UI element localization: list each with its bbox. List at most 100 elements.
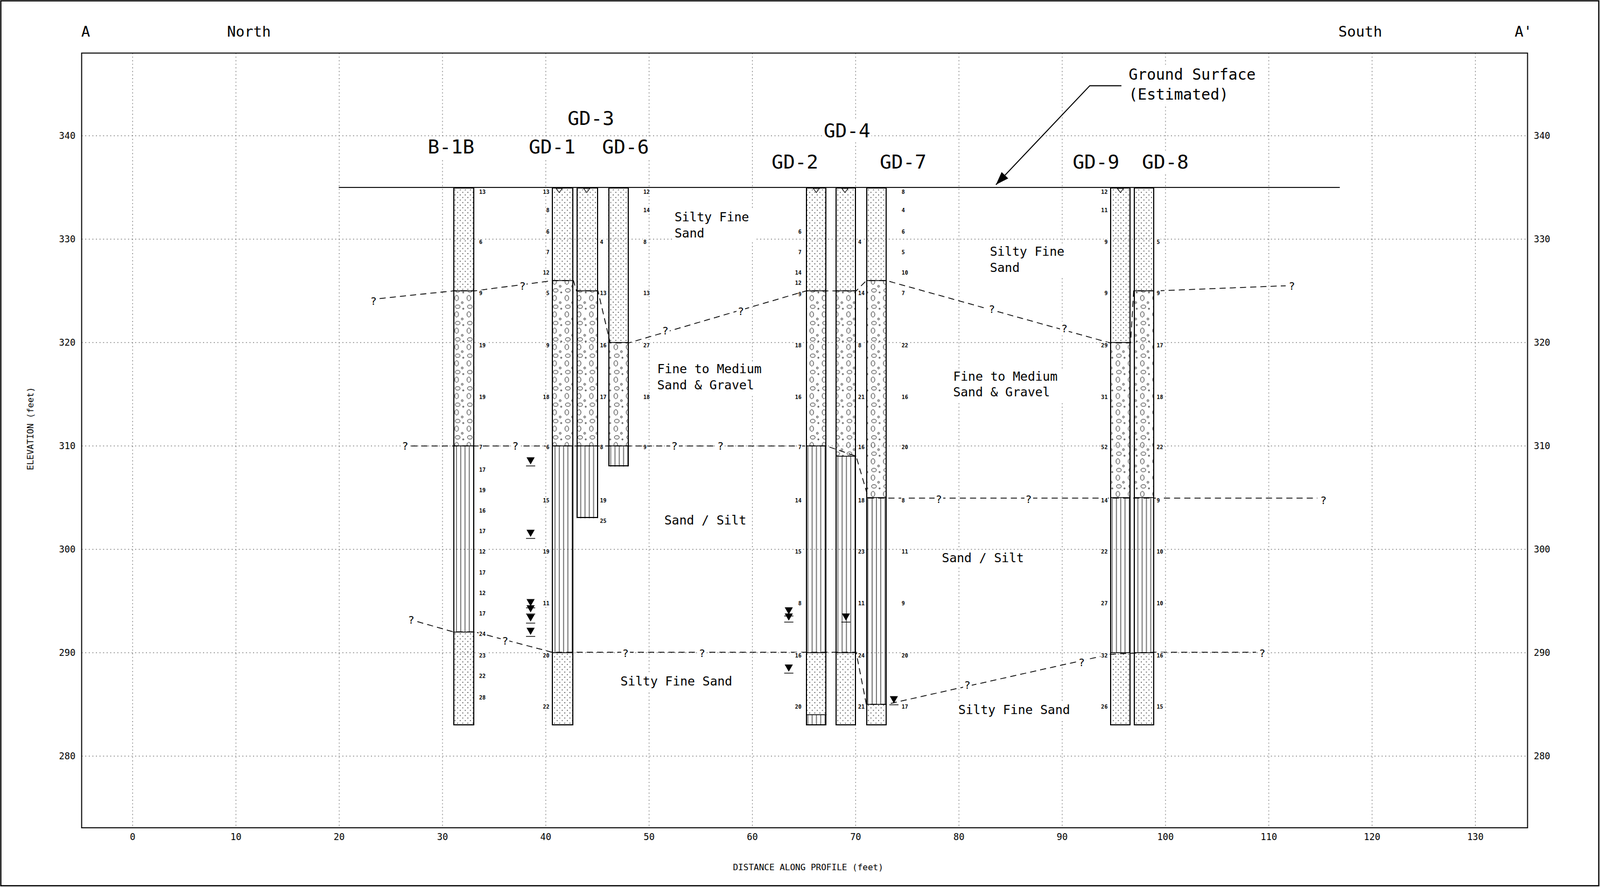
grid-line (441, 53, 443, 828)
borehole-column: GD-7 (866, 187, 887, 725)
grid-line (132, 53, 133, 828)
axis-tick-label: 80 (952, 830, 966, 843)
blow-count: 24 (857, 651, 866, 658)
blow-count: 21 (857, 394, 866, 400)
blow-count: 9 (901, 600, 906, 607)
soil-hatch (1133, 290, 1155, 498)
blow-count: 11 (1100, 207, 1108, 214)
soil-hatch (551, 280, 574, 446)
grid-line (81, 549, 1528, 550)
axis-tick-label: 330 (1532, 233, 1552, 245)
blow-count: 19 (478, 394, 487, 400)
blow-count: 6 (545, 444, 551, 451)
borehole-label: GD-2 (770, 151, 820, 174)
axis-tick-label: 280 (57, 749, 77, 762)
axis-tick-label: 50 (642, 830, 656, 843)
uncertain-contact-mark: ? (697, 646, 707, 661)
axis-tick-label: 130 (1465, 830, 1485, 843)
grid-line (1371, 53, 1373, 828)
axis-tick-label: 110 (1259, 830, 1279, 843)
borehole-label: GD-6 (601, 136, 651, 158)
soil-hatch (805, 187, 827, 291)
soil-hatch (1133, 497, 1155, 653)
borehole-label: GD-7 (878, 151, 928, 174)
soil-hatch (1110, 342, 1131, 498)
blow-count: 8 (642, 239, 648, 245)
axis-tick-label: 290 (57, 646, 77, 659)
axis-tick-label: 320 (57, 336, 77, 349)
borehole-label: GD-8 (1140, 151, 1190, 174)
callout-text: Ground Surface (Estimated) (1127, 65, 1265, 105)
axis-title: ELEVATION (feet) (24, 386, 37, 472)
grid-line (81, 239, 1528, 240)
blow-count: 19 (478, 486, 487, 493)
blow-count: 24 (478, 630, 487, 637)
blow-count: 12 (1100, 188, 1108, 195)
blow-count: 8 (599, 444, 605, 451)
blow-count: 6 (901, 228, 906, 235)
uncertain-contact-mark: ? (510, 438, 520, 453)
blow-count: 9 (797, 290, 803, 297)
borehole-column: B-1B (453, 187, 475, 725)
axis-tick-label: 300 (1532, 543, 1552, 556)
blow-count: 8 (857, 341, 862, 348)
blow-count: 22 (1100, 548, 1108, 554)
section-label: South (1337, 22, 1384, 41)
blow-count: 9 (545, 341, 551, 348)
blow-count: 12 (642, 188, 651, 195)
soil-hatch (805, 445, 827, 653)
water-level-symbol (784, 613, 794, 622)
layer-label: Sand / Silt (941, 550, 1026, 567)
uncertain-contact-mark: ? (500, 633, 510, 648)
water-level-symbol (525, 457, 536, 466)
axis-tick-label: 280 (1532, 749, 1552, 762)
blow-count: 23 (857, 548, 866, 554)
uncertain-contact-mark: ? (1318, 493, 1328, 508)
blow-count: 5 (901, 249, 906, 256)
blow-count: 11 (901, 548, 909, 554)
layer-label: Sand / Silt (663, 512, 748, 529)
soil-hatch (835, 290, 856, 456)
soil-hatch (453, 445, 475, 633)
blow-count: 27 (1100, 600, 1108, 607)
uncertain-contact-mark: ? (400, 438, 410, 453)
blow-count: 12 (542, 269, 551, 276)
borehole-column: GD-4 (835, 187, 856, 725)
soil-hatch (608, 342, 629, 446)
axis-tick-label: 120 (1362, 830, 1382, 843)
water-level-symbol (525, 614, 536, 623)
uncertain-contact-mark: ? (1060, 321, 1069, 336)
water-level-symbol (525, 627, 536, 637)
blow-count: 13 (478, 188, 487, 195)
axis-tick-label: 100 (1156, 830, 1176, 843)
section-label: A' (1513, 22, 1534, 41)
blow-count: 15 (1155, 703, 1164, 710)
blow-count: 10 (1155, 600, 1164, 607)
blow-count: 9 (1155, 496, 1161, 503)
borehole-column: GD-1 (551, 187, 574, 725)
blow-count: 19 (478, 341, 487, 348)
blow-count: 12 (478, 548, 487, 554)
blow-count: 10 (1155, 548, 1164, 554)
layer-contact (1110, 651, 1131, 654)
blow-count: 14 (1100, 496, 1108, 503)
soil-hatch (835, 187, 856, 291)
blow-count: 17 (599, 394, 608, 400)
blow-count: 11 (857, 600, 866, 607)
blow-count: 16 (599, 341, 608, 348)
blow-count: 23 (478, 651, 487, 658)
uncertain-contact-mark: ? (621, 646, 630, 661)
blow-count: 16 (857, 444, 866, 451)
soil-hatch (1133, 652, 1155, 725)
grid-line (235, 53, 237, 828)
blow-count: 17 (478, 466, 487, 473)
surface-marker (841, 188, 848, 193)
blow-count: 7 (478, 444, 483, 451)
blow-count: 22 (901, 341, 909, 348)
blow-count: 18 (794, 341, 803, 348)
leader-line (995, 85, 1122, 185)
uncertain-contact-mark: ? (517, 278, 527, 293)
blow-count: 22 (1155, 444, 1164, 451)
blow-count: 15 (794, 548, 803, 554)
